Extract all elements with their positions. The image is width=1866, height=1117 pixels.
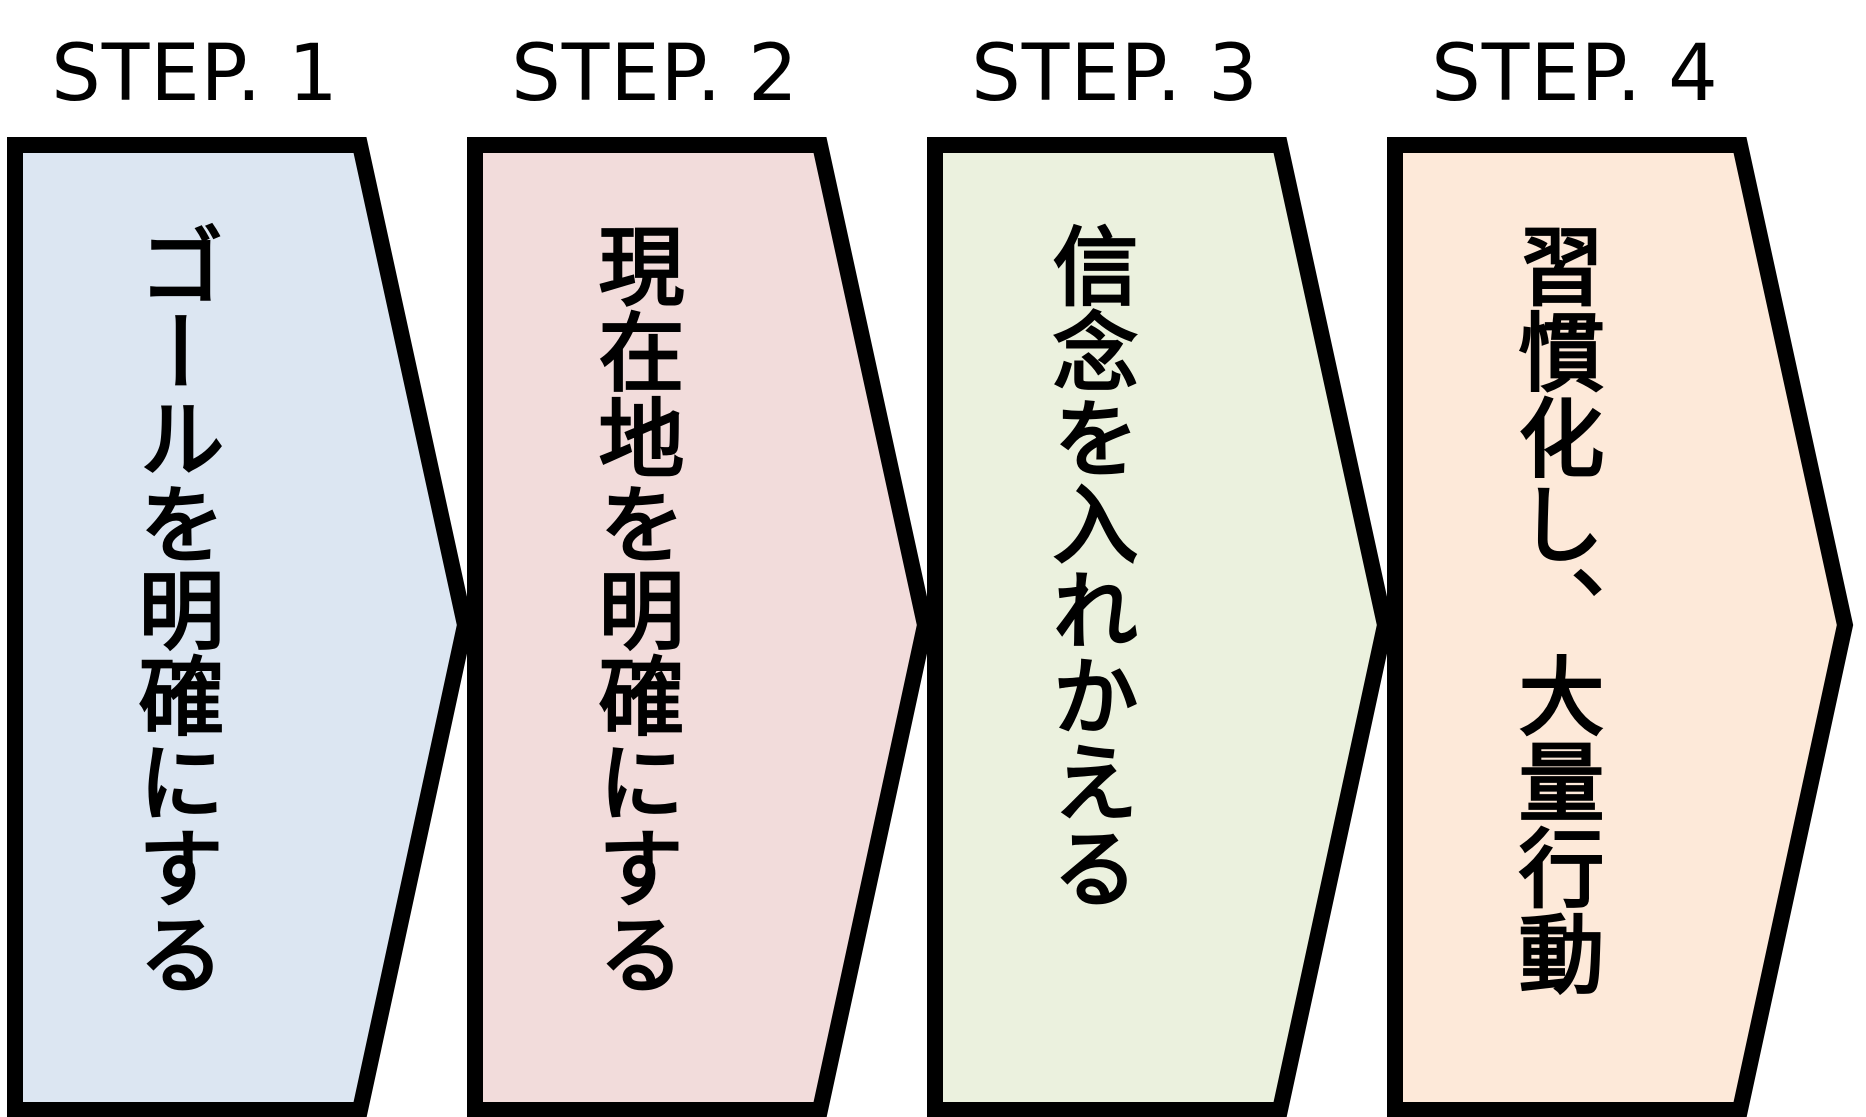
step-2-chevron (467, 137, 934, 1117)
step-4-text: 習慣化し、大量行動 (1503, 222, 1603, 996)
step-2-text: 現在地を明確にする (583, 222, 683, 996)
step-1-chevron (7, 137, 474, 1117)
step-3-label: STEP. 3 (971, 29, 1259, 119)
step-2-label: STEP. 2 (511, 29, 799, 119)
step-1-text: ゴールを明確にする (123, 222, 223, 996)
step-4-chevron (1387, 137, 1854, 1117)
step-4-label: STEP. 4 (1431, 29, 1719, 119)
step-3-chevron (927, 137, 1394, 1117)
step-3-text: 信念を入れかえる (1037, 222, 1137, 910)
step-1-label: STEP. 1 (51, 29, 339, 119)
